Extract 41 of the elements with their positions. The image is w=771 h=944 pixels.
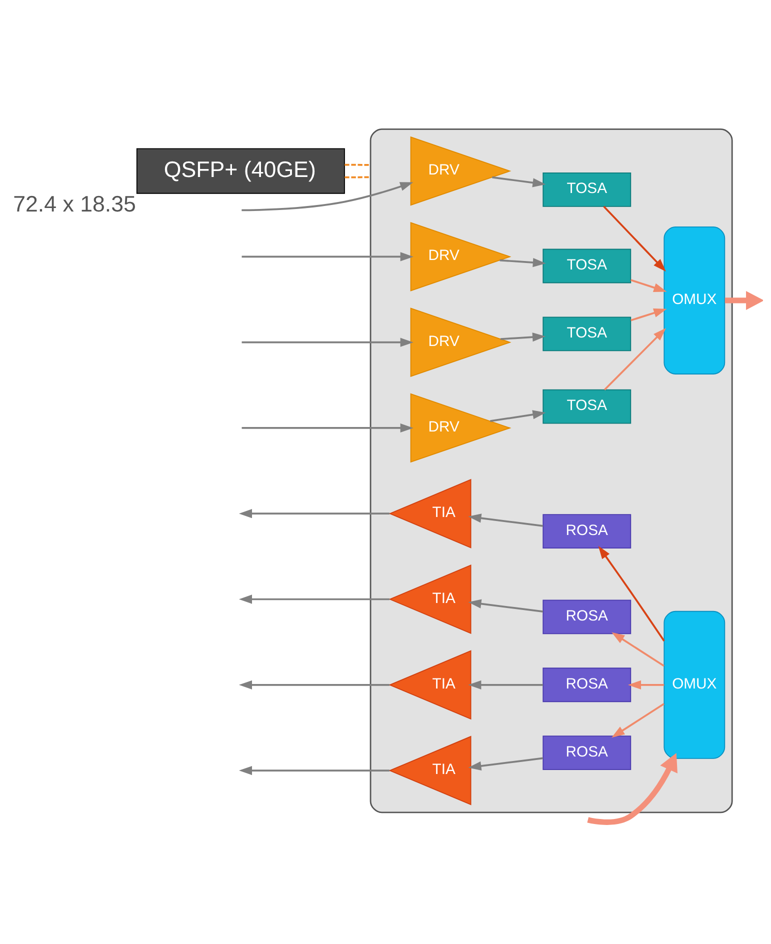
arrow xyxy=(492,176,546,188)
arrow xyxy=(468,680,543,690)
node-box: TOSA xyxy=(542,389,632,424)
node-box: ROSA xyxy=(542,668,632,702)
arrow xyxy=(587,752,678,825)
arrow xyxy=(242,182,414,212)
node-box: TOSA xyxy=(542,316,632,352)
arrow xyxy=(238,680,390,690)
arrow xyxy=(628,680,664,690)
arrow xyxy=(724,290,763,310)
arrow xyxy=(238,766,390,776)
arrow xyxy=(242,252,414,262)
connector xyxy=(344,164,371,166)
node-box: TOSA xyxy=(542,172,632,207)
arrow xyxy=(468,757,544,770)
arrow xyxy=(238,594,390,604)
node-box: OMUX xyxy=(664,610,726,759)
arrow xyxy=(500,258,546,268)
node-box: ROSA xyxy=(542,514,632,549)
arrow xyxy=(468,514,544,527)
arrow xyxy=(630,308,667,322)
arrow xyxy=(612,632,664,667)
node-box: QSFP+ (40GE) xyxy=(136,148,345,194)
cluster xyxy=(370,128,733,814)
arrow xyxy=(490,410,546,422)
node-box: ROSA xyxy=(542,600,632,634)
arrow xyxy=(500,332,546,342)
arrow xyxy=(598,546,665,642)
arrow xyxy=(612,703,664,738)
node-box: TOSA xyxy=(542,248,632,284)
node-box: OMUX xyxy=(664,226,726,374)
arrow xyxy=(468,599,544,612)
arrow xyxy=(238,509,390,518)
arrow xyxy=(242,423,414,433)
node-box: ROSA xyxy=(542,736,632,770)
arrow xyxy=(630,279,667,292)
arrow xyxy=(603,206,666,272)
connector xyxy=(344,176,371,178)
arrow xyxy=(604,328,666,390)
arrow xyxy=(242,338,414,347)
node-label: 72.4 x 18.35 xyxy=(13,191,136,216)
